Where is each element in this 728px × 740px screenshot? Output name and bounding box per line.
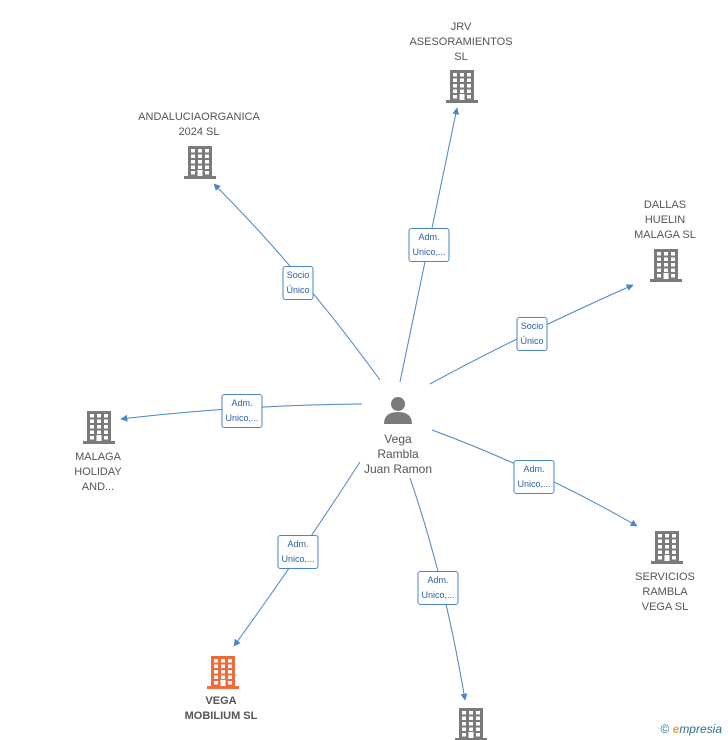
edge-label-line: Unico,... [421,590,455,600]
building-icon [83,411,115,444]
edge-label-line: Unico,... [517,479,551,489]
building-icon [650,249,682,282]
edge-label-line: Adm. [287,539,309,549]
center-label-line: Juan Ramon [363,462,433,476]
edge-label-line: Unico,... [225,413,259,423]
node-label-line: MOBILIUM SL [184,710,258,722]
center-label-line: Rambla [377,447,419,461]
edge-label-line: Único [520,336,544,346]
edge-label-line: Socio [286,270,310,280]
edge-label-jrv[interactable]: Adm. Unico,... [408,228,450,262]
building-icon [455,708,487,740]
edge-label-line: Adm. [231,398,253,408]
building-icon [651,531,683,564]
node-label-line: DALLAS [643,199,687,211]
brand-logo: empresia [672,722,722,736]
node-label-line: JRV [450,21,472,33]
building-icon [446,70,478,103]
edge-label-servicios[interactable]: Adm. Unico,... [513,460,555,494]
node-label-line: HOLIDAY [74,466,122,478]
watermark: © empresia [660,722,722,736]
node-label-line: AND... [81,481,115,493]
node-label-line: ANDALUCIAORGANICA [138,111,260,123]
node-label-line: MALAGA SL [634,229,696,241]
edge-label-line: Adm. [427,575,449,585]
node-label-servicios[interactable]: SERVICIOS RAMBLA VEGA SL [635,570,695,615]
node-label-line: SERVICIOS [635,571,695,583]
node-label-dallas[interactable]: DALLAS HUELIN MALAGA SL [634,198,696,243]
edge-label-line: Socio [520,321,544,331]
node-label-line: VEGA SL [641,601,689,613]
edge-label-malaga[interactable]: Adm. Unico,... [221,394,263,428]
node-label-line: MALAGA [75,451,121,463]
edge-label-line: Unico,... [281,554,315,564]
edge-label-line: Adm. [523,464,545,474]
node-label-line: VEGA [205,695,237,707]
node-label-line: ASESORAMIENTOS [409,36,513,48]
building-icon [207,656,239,689]
edge-label-line: Adm. [418,232,440,242]
node-label-line: RAMBLA [642,586,688,598]
edge-label-vega_mobilium[interactable]: Adm. Unico,... [277,535,319,569]
node-label-andalucia[interactable]: ANDALUCIAORGANICA 2024 SL [138,110,260,140]
node-label-malaga[interactable]: MALAGA HOLIDAY AND... [74,450,121,495]
node-label-line: 2024 SL [178,126,220,138]
node-label-vega_mobilium[interactable]: VEGA MOBILIUM SL [185,694,258,724]
edge-label-bottom[interactable]: Adm. Unico,... [417,571,459,605]
copyright-symbol: © [660,722,670,736]
node-label-jrv[interactable]: JRV ASESORAMIENTOS SL [409,20,512,65]
edge-label-line: Único [286,285,310,295]
person-icon [384,397,412,424]
edge-label-line: Unico,... [412,247,446,257]
node-label-line: SL [454,51,468,63]
center-label-line: Vega [384,432,412,446]
node-label-line: HUELIN [644,214,686,226]
building-icon [184,146,216,179]
